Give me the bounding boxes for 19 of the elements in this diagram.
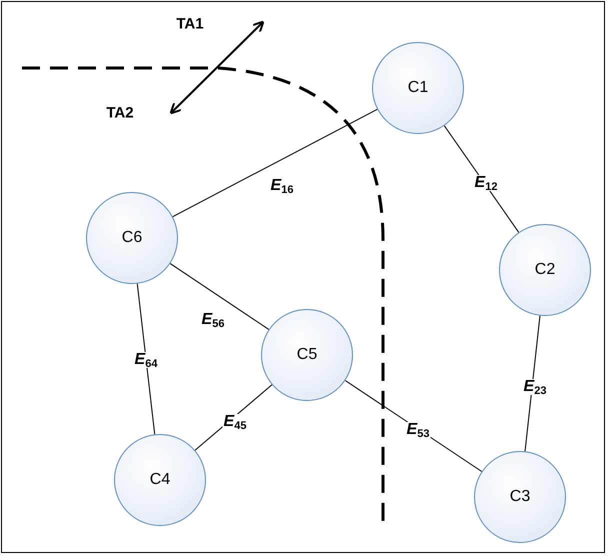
node-label: C4 <box>150 470 170 490</box>
connector-line <box>170 263 270 330</box>
edge-label: E$_{45}$ <box>222 414 248 430</box>
edge-label: E$_{23}$ <box>522 379 548 395</box>
edge-label: E$_{53}$ <box>406 422 430 438</box>
node-label: C2 <box>534 260 556 280</box>
direction-label: TA2 <box>106 106 134 120</box>
connector-line <box>524 315 540 452</box>
direction-label: TA1 <box>176 16 204 32</box>
edge-label: E$_{16}$ <box>270 178 294 194</box>
node-label: C6 <box>122 228 142 248</box>
node-label: C1 <box>408 78 428 98</box>
connector-line <box>136 283 156 435</box>
node-label: C3 <box>510 487 530 507</box>
edge-label: E$_{64}$ <box>134 352 158 368</box>
connector-line <box>172 108 378 218</box>
node-label: C5 <box>296 345 318 365</box>
edge-label: E$_{12}$ <box>474 175 498 191</box>
edge-label: E$_{56}$ <box>200 312 226 328</box>
